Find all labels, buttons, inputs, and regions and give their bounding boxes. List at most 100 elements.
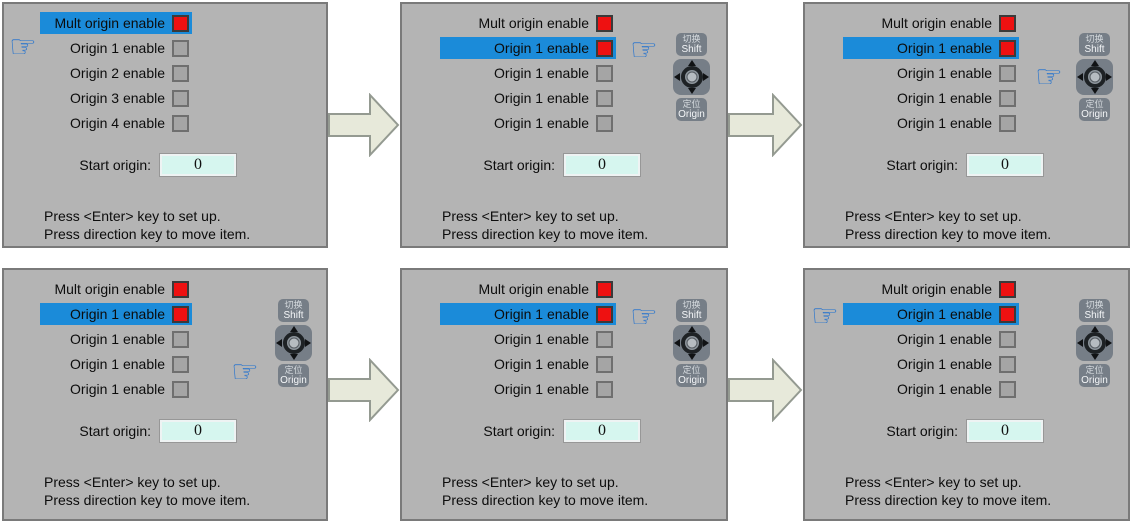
menu-item-checkbox[interactable] bbox=[172, 330, 189, 348]
menu-item-checkbox[interactable] bbox=[999, 380, 1016, 398]
menu-item-checkbox[interactable] bbox=[172, 14, 189, 32]
origin-button[interactable]: 定位 Origin bbox=[676, 98, 707, 121]
hint-text: Press <Enter> key to set up. Press direc… bbox=[44, 474, 250, 509]
origin-button[interactable]: 定位 Origin bbox=[278, 364, 309, 387]
menu-item-checkbox[interactable] bbox=[596, 380, 613, 398]
menu-item[interactable]: Origin 1 enable bbox=[440, 353, 616, 375]
direction-pad-button[interactable] bbox=[1076, 59, 1113, 95]
dpad-down-icon bbox=[687, 354, 696, 360]
dpad-center-knob bbox=[1089, 337, 1100, 349]
direction-pad-button[interactable] bbox=[673, 59, 710, 95]
menu-item[interactable]: Origin 1 enable bbox=[440, 37, 616, 59]
menu-item[interactable]: Origin 1 enable bbox=[843, 328, 1019, 350]
menu-item[interactable]: Origin 1 enable bbox=[843, 87, 1019, 109]
hint-line-1: Press <Enter> key to set up. bbox=[44, 474, 221, 490]
menu-item[interactable]: Mult origin enable bbox=[843, 278, 1019, 300]
start-origin-input[interactable] bbox=[967, 154, 1043, 176]
menu-item[interactable]: Origin 1 enable bbox=[843, 112, 1019, 134]
hint-text: Press <Enter> key to set up. Press direc… bbox=[442, 208, 648, 243]
menu-item[interactable]: Origin 1 enable bbox=[843, 62, 1019, 84]
menu-item-checkbox[interactable] bbox=[999, 39, 1016, 57]
menu-item-checkbox[interactable] bbox=[999, 330, 1016, 348]
menu-item-checkbox[interactable] bbox=[999, 64, 1016, 82]
menu-item[interactable]: Origin 1 enable bbox=[40, 303, 192, 325]
dpad-up-icon bbox=[1090, 60, 1099, 66]
menu-item-checkbox[interactable] bbox=[999, 89, 1016, 107]
menu-item[interactable]: Origin 4 enable bbox=[40, 112, 192, 134]
menu-item[interactable]: Mult origin enable bbox=[440, 278, 616, 300]
menu-item-checkbox[interactable] bbox=[172, 305, 189, 323]
menu-item-checkbox[interactable] bbox=[172, 355, 189, 373]
direction-pad-button[interactable] bbox=[673, 325, 710, 361]
menu-item-checkbox[interactable] bbox=[172, 89, 189, 107]
menu-item-checkbox[interactable] bbox=[172, 114, 189, 132]
menu-item-checkbox[interactable] bbox=[596, 280, 613, 298]
direction-pad-button[interactable] bbox=[275, 325, 312, 361]
pointing-hand-icon: ☞ bbox=[9, 29, 37, 65]
shift-button[interactable]: 切换 Shift bbox=[1079, 33, 1110, 56]
menu-item[interactable]: Origin 1 enable bbox=[40, 328, 192, 350]
menu-item[interactable]: Mult origin enable bbox=[843, 12, 1019, 34]
menu-item-checkbox[interactable] bbox=[172, 39, 189, 57]
menu-item[interactable]: Origin 1 enable bbox=[440, 328, 616, 350]
shift-button[interactable]: 切换 Shift bbox=[676, 299, 707, 322]
menu-item[interactable]: Origin 1 enable bbox=[843, 353, 1019, 375]
shift-button[interactable]: 切换 Shift bbox=[1079, 299, 1110, 322]
origin-button[interactable]: 定位 Origin bbox=[1079, 98, 1110, 121]
menu-item-checkbox[interactable] bbox=[596, 39, 613, 57]
menu-item[interactable]: Mult origin enable bbox=[40, 12, 192, 34]
menu-item[interactable]: Origin 3 enable bbox=[40, 87, 192, 109]
origin-button-en-label: Origin bbox=[1081, 109, 1108, 120]
menu-item-checkbox[interactable] bbox=[172, 64, 189, 82]
menu-item[interactable]: Origin 1 enable bbox=[40, 37, 192, 59]
menu-item-checkbox[interactable] bbox=[596, 64, 613, 82]
menu-item-checkbox[interactable] bbox=[596, 14, 613, 32]
menu-item-label: Origin 3 enable bbox=[70, 90, 165, 106]
menu-item[interactable]: Origin 1 enable bbox=[440, 87, 616, 109]
menu-item-checkbox[interactable] bbox=[172, 280, 189, 298]
menu-item[interactable]: Origin 1 enable bbox=[843, 37, 1019, 59]
menu-item[interactable]: Origin 1 enable bbox=[843, 378, 1019, 400]
origin-button-cn-label: 定位 bbox=[682, 99, 701, 109]
origin-button[interactable]: 定位 Origin bbox=[676, 364, 707, 387]
menu-item-checkbox[interactable] bbox=[999, 355, 1016, 373]
menu-item[interactable]: Origin 1 enable bbox=[40, 378, 192, 400]
start-origin-label: Start origin: bbox=[79, 423, 151, 439]
menu-item-checkbox[interactable] bbox=[999, 14, 1016, 32]
menu-item[interactable]: Origin 1 enable bbox=[440, 303, 616, 325]
menu-item-checkbox[interactable] bbox=[596, 89, 613, 107]
menu-item-checkbox[interactable] bbox=[596, 330, 613, 348]
menu-item[interactable]: Origin 1 enable bbox=[843, 303, 1019, 325]
menu-item-checkbox[interactable] bbox=[999, 280, 1016, 298]
pointing-hand-icon: ☞ bbox=[630, 32, 658, 68]
origin-button[interactable]: 定位 Origin bbox=[1079, 364, 1110, 387]
menu-item[interactable]: Origin 1 enable bbox=[440, 112, 616, 134]
start-origin-input[interactable] bbox=[967, 420, 1043, 442]
start-origin-input[interactable] bbox=[564, 154, 640, 176]
menu-item-checkbox[interactable] bbox=[596, 355, 613, 373]
shift-button[interactable]: 切换 Shift bbox=[278, 299, 309, 322]
menu-item-checkbox[interactable] bbox=[596, 114, 613, 132]
start-origin-input[interactable] bbox=[564, 420, 640, 442]
menu-item[interactable]: Mult origin enable bbox=[40, 278, 192, 300]
start-origin-label: Start origin: bbox=[79, 157, 151, 173]
menu-item[interactable]: Mult origin enable bbox=[440, 12, 616, 34]
menu-item-checkbox[interactable] bbox=[999, 114, 1016, 132]
hint-text: Press <Enter> key to set up. Press direc… bbox=[44, 208, 250, 243]
dpad-right-icon bbox=[1106, 339, 1112, 347]
menu-item-checkbox[interactable] bbox=[596, 305, 613, 323]
shift-button[interactable]: 切换 Shift bbox=[676, 33, 707, 56]
direction-pad-button[interactable] bbox=[1076, 325, 1113, 361]
menu-item-label: Mult origin enable bbox=[54, 281, 165, 297]
menu-item[interactable]: Origin 1 enable bbox=[440, 62, 616, 84]
menu-item[interactable]: Origin 1 enable bbox=[440, 378, 616, 400]
menu-item-checkbox[interactable] bbox=[172, 380, 189, 398]
menu-item-checkbox[interactable] bbox=[999, 305, 1016, 323]
start-origin-input[interactable] bbox=[160, 154, 236, 176]
menu-item[interactable]: Origin 2 enable bbox=[40, 62, 192, 84]
menu-item[interactable]: Origin 1 enable bbox=[40, 353, 192, 375]
start-origin-input[interactable] bbox=[160, 420, 236, 442]
